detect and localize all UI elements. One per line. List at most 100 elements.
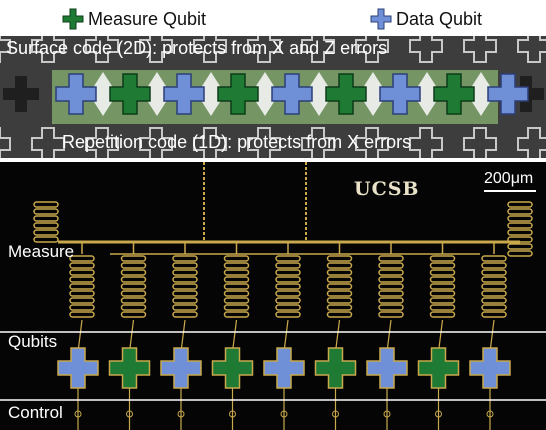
chip-data-qubit <box>57 347 99 389</box>
readout-line <box>334 319 341 353</box>
resonator-meander <box>69 311 95 318</box>
resonator-meander <box>326 297 353 304</box>
outline-cross <box>85 36 119 63</box>
control-pad <box>435 410 442 418</box>
resonator-meander <box>378 311 404 318</box>
resonator-meander <box>223 290 250 297</box>
chip-measure-qubit <box>417 347 460 389</box>
resonator-meander <box>120 276 147 283</box>
measure-qubit <box>109 73 151 115</box>
resonator-meander <box>326 283 353 290</box>
resonator-meander <box>223 297 250 304</box>
resonator-meander <box>275 290 301 297</box>
resonator-meander <box>378 255 404 262</box>
data-qubit <box>271 73 313 115</box>
resonator-meander <box>120 290 147 297</box>
lattice-tile <box>305 72 333 116</box>
resonator-meander <box>69 290 95 297</box>
resonator-meander <box>275 311 301 318</box>
resonator-meander <box>429 262 456 269</box>
measure-qubit <box>325 73 367 115</box>
resonator-meander <box>507 243 533 250</box>
resonator-meander <box>33 222 59 229</box>
resonator-meander <box>172 283 198 290</box>
resonator-meander <box>481 276 507 283</box>
lattice-tile <box>251 72 279 116</box>
resonator-meander <box>33 201 59 208</box>
resonator-meander <box>507 229 533 236</box>
readout-line <box>386 319 392 353</box>
scale-bar <box>484 190 536 192</box>
section-label-measure: Measure <box>8 242 75 261</box>
lattice-tile <box>359 72 387 116</box>
lattice-tile <box>143 72 171 116</box>
readout-line <box>437 319 444 353</box>
resonator-meander <box>69 255 95 262</box>
resonator-meander <box>172 255 198 262</box>
outline-cross <box>193 36 227 63</box>
outline-cross <box>193 127 227 158</box>
resonator-meander <box>172 269 198 276</box>
chip-qubit-row <box>57 347 511 389</box>
resonator-meander <box>481 283 507 290</box>
resonator-meander <box>378 269 404 276</box>
resonator-meander <box>481 290 507 297</box>
resonator-meander <box>172 276 198 283</box>
data-qubit <box>55 73 97 115</box>
resonator-meander <box>507 208 533 215</box>
outline-cross <box>355 36 389 63</box>
legend: Measure Qubit Data Qubit <box>0 0 546 34</box>
lattice-tile <box>197 72 225 116</box>
resonator-meander <box>378 283 404 290</box>
section-label-qubits: Qubits <box>8 332 58 351</box>
resonator-meander <box>481 311 507 318</box>
resonator-meander <box>326 262 353 269</box>
code-schematic <box>0 36 546 158</box>
resonator-meander <box>429 255 456 262</box>
resonator-meander <box>507 215 533 222</box>
readout-line <box>180 319 186 353</box>
outline-cross <box>517 127 546 158</box>
data-qubit <box>163 73 205 115</box>
chip-traces <box>33 162 546 430</box>
resonator-meander <box>120 262 147 269</box>
surface-code-lattice <box>89 72 495 116</box>
lattice-tile <box>89 72 117 116</box>
resonator-meander <box>223 255 250 262</box>
resonator-meander <box>481 269 507 276</box>
resonator-meander <box>33 229 59 236</box>
section-label-control: Control <box>8 403 63 422</box>
chip-layout <box>0 162 546 430</box>
resonator-meander <box>120 283 147 290</box>
resonator-meander <box>33 236 59 243</box>
data-qubit-icon <box>370 8 392 30</box>
resonator-meander <box>481 255 507 262</box>
resonator-meander <box>172 297 198 304</box>
legend-data: Data Qubit <box>370 8 482 30</box>
resonator-meander <box>326 255 353 262</box>
outline-cross <box>409 36 443 63</box>
resonator-meander <box>326 269 353 276</box>
resonator-meander <box>481 304 507 311</box>
control-pad <box>383 410 391 418</box>
resonator-meander <box>172 304 198 311</box>
resonator-meander <box>120 304 147 311</box>
control-pad <box>229 410 236 418</box>
outline-cross <box>301 127 335 158</box>
control-pad <box>177 410 185 418</box>
inactive-cross-left <box>3 76 39 112</box>
resonator-meander <box>378 304 404 311</box>
resonator-meander <box>429 269 456 276</box>
outline-cross <box>355 127 389 158</box>
resonator-meander <box>275 297 301 304</box>
resonator-meander <box>507 250 533 257</box>
resonator-meander <box>69 262 95 269</box>
ucsb-logo: UCSB <box>354 178 420 200</box>
scale-bar-label: 200μm <box>484 170 534 187</box>
resonator-meander <box>378 262 404 269</box>
resonator-meander <box>378 290 404 297</box>
resonator-meander <box>172 262 198 269</box>
resonator-meander <box>223 311 250 318</box>
resonator-meander <box>326 311 353 318</box>
resonator-meander <box>33 215 59 222</box>
